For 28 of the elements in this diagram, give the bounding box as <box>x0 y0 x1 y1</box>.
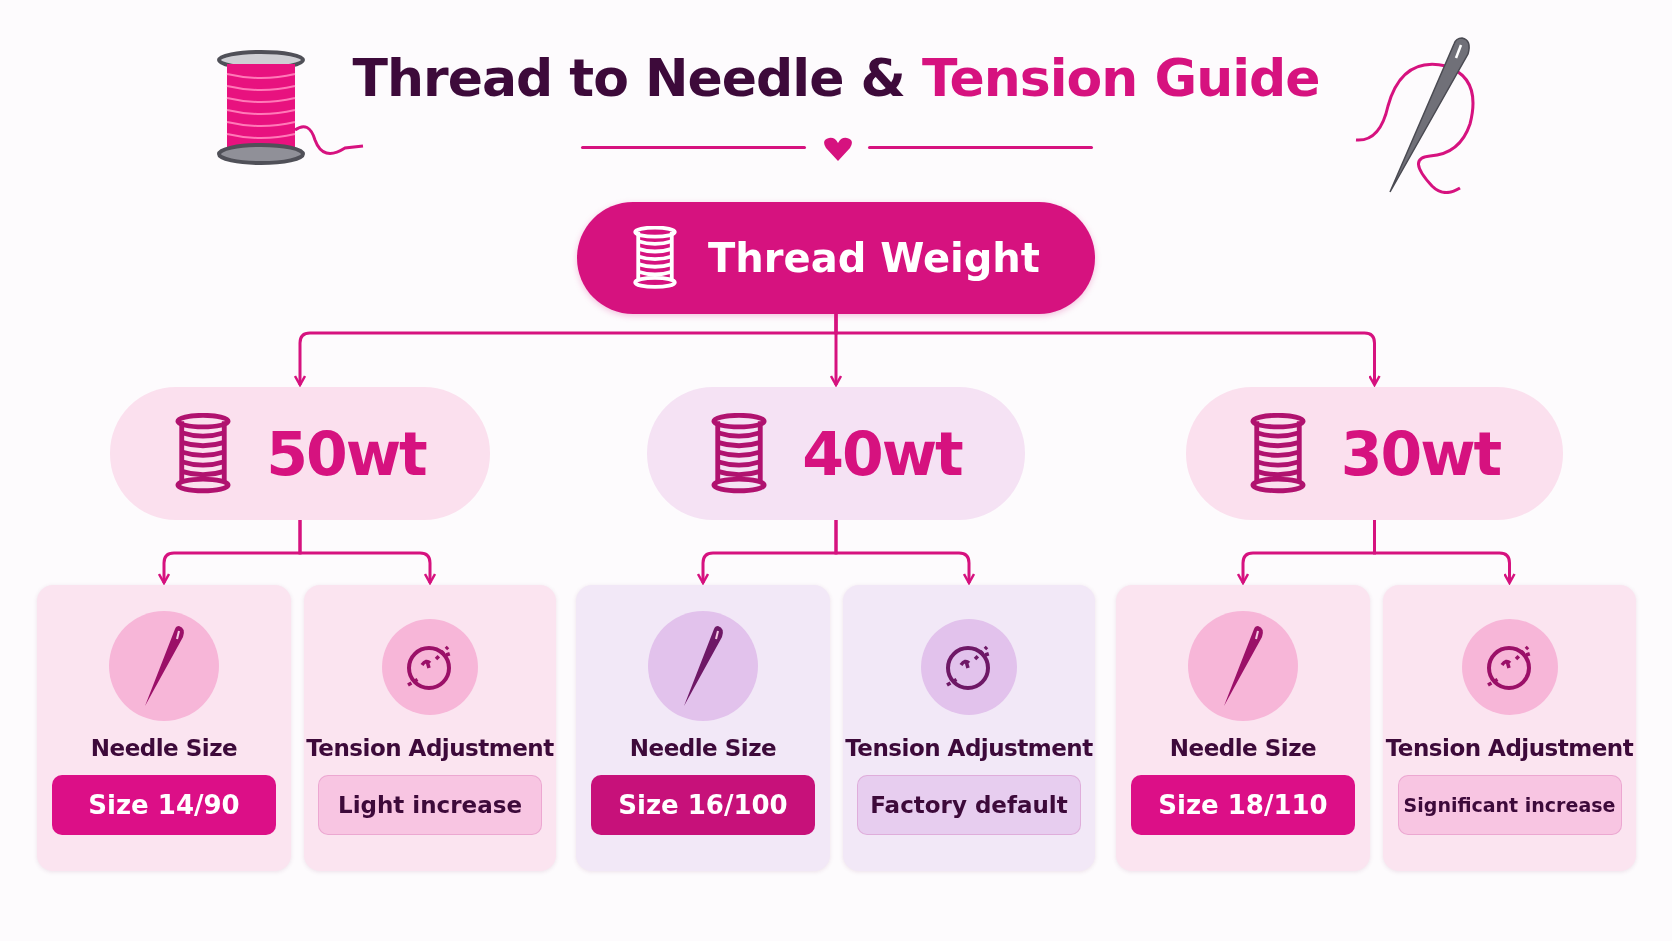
card-heading: Tension Adjustment <box>306 735 554 761</box>
tension-card <box>304 585 556 871</box>
title: Thread to Needle & Tension Guide <box>351 48 1321 108</box>
tension-card <box>1383 585 1636 871</box>
connector-arrow <box>298 520 437 585</box>
root-pill <box>577 202 1095 314</box>
node-heading: Thread Weight <box>708 235 1040 281</box>
card-heading: Needle Size <box>629 735 777 761</box>
card-heading: Needle Size <box>90 735 238 761</box>
card-heading: Needle Size <box>1169 735 1317 761</box>
adjustment-badge: Significant increase <box>1397 775 1622 835</box>
needle-card <box>37 585 291 871</box>
connector-arrow <box>1373 520 1516 585</box>
weight-label: 30wt <box>1340 418 1501 489</box>
weight-label: 40wt <box>802 418 962 489</box>
card-heading: Tension Adjustment <box>1385 735 1634 761</box>
size-badge: Size 14/90 <box>52 775 276 835</box>
tension-card <box>843 585 1095 871</box>
needle-card <box>1116 585 1370 871</box>
size-badge: Size 16/100 <box>591 775 815 835</box>
adjustment-badge: Light increase <box>318 775 542 835</box>
card-heading: Tension Adjustment <box>845 735 1093 761</box>
needle-card <box>576 585 830 871</box>
connector-arrow <box>834 314 1381 387</box>
adjustment-badge: Factory default <box>857 775 1081 835</box>
weight-label: 50wt <box>266 418 426 489</box>
connector-arrow <box>834 520 976 585</box>
size-badge: Size 18/110 <box>1131 775 1355 835</box>
